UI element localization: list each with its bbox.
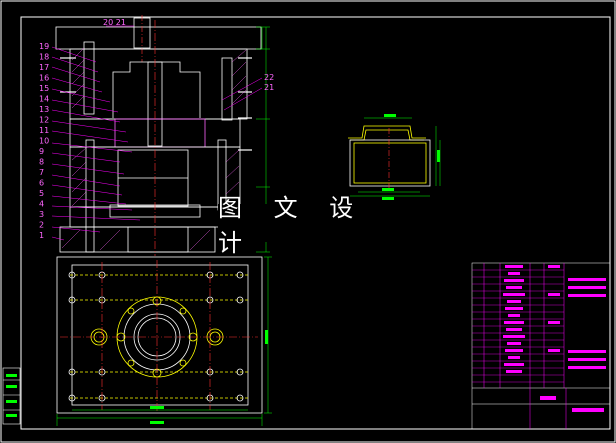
part-label-10: 10 (39, 137, 49, 146)
plan-centerlines (60, 260, 258, 412)
part-label-19: 19 (39, 42, 49, 51)
plan-dimensions (56, 256, 272, 426)
right-part-label-21: 21 (264, 83, 274, 92)
part-label-13: 13 (39, 105, 49, 114)
part-label-12: 12 (39, 116, 49, 125)
part-label-4: 4 (39, 200, 44, 209)
part-label-6: 6 (39, 179, 44, 188)
part-label-17: 17 (39, 63, 49, 72)
parts-list-rows (472, 269, 564, 383)
part-label-15: 15 (39, 84, 49, 93)
watermark-text: 图 文 设 计 (218, 194, 388, 257)
part-label-8: 8 (39, 158, 44, 167)
drawing-border (20, 16, 611, 430)
part-label-2: 2 (39, 221, 44, 230)
part-label-1: 1 (39, 231, 44, 240)
leader-lines (51, 25, 263, 241)
right-part-label-22: 22 (264, 73, 274, 82)
part-label-18: 18 (39, 53, 49, 62)
part-label-14: 14 (39, 95, 49, 104)
top-part-labels: 20 21 (103, 18, 126, 27)
part-label-3: 3 (39, 210, 44, 219)
part-label-5: 5 (39, 189, 44, 198)
part-label-11: 11 (39, 126, 49, 135)
part-label-9: 9 (39, 147, 44, 156)
plan-view (56, 256, 263, 414)
part-label-16: 16 (39, 74, 49, 83)
part-detail (348, 114, 441, 200)
parts-list-entries (503, 265, 606, 412)
part-label-7: 7 (39, 168, 44, 177)
binding-strip (2, 367, 21, 425)
